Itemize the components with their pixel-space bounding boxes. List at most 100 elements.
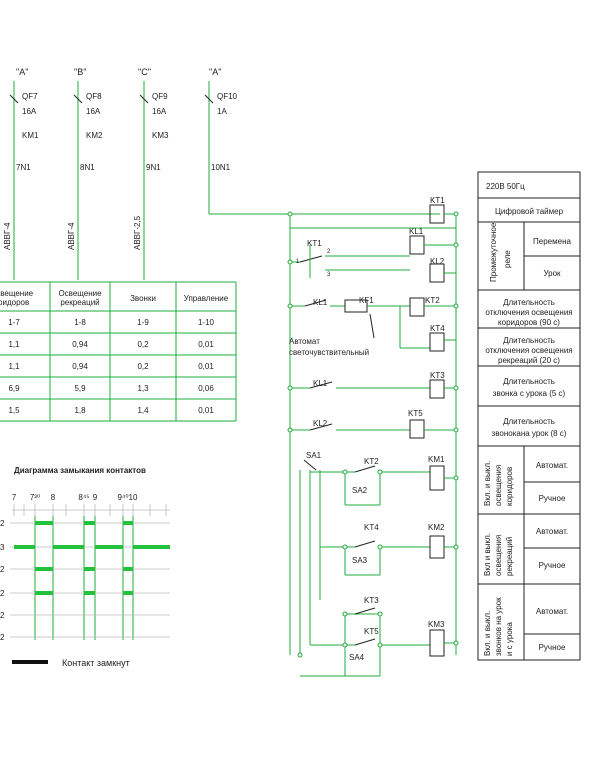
legend-mode-auto: Автомат. <box>536 461 568 470</box>
feeder-breaker-label: QF8 <box>86 92 102 101</box>
table-cell: 0,01 <box>198 362 214 371</box>
contact-closed-bar <box>84 521 95 525</box>
legend-swatch <box>12 660 48 664</box>
legend-text: Длительность <box>503 417 555 426</box>
tick-label: 10 <box>129 493 138 502</box>
contact-diagram: Диаграмма замыкания контактов 7 7³⁰ 8 8⁴… <box>0 466 170 668</box>
kl1-contact-a-label: KL1 <box>313 298 328 307</box>
legend-mode-auto: Автомат. <box>536 527 568 536</box>
feeder-qf7: "А" QF7 16A KM1 7N1 АВВГ-4 <box>3 67 39 280</box>
kl1-coil-label: KL1 <box>409 227 424 236</box>
feeder-qf10: "А" QF10 1A 10N1 <box>204 67 440 215</box>
table-cell: 0,94 <box>72 362 88 371</box>
legend-text: Длительность <box>503 377 555 386</box>
sa2-label: SA2 <box>352 486 368 495</box>
kl2-contact-label: KL2 <box>313 419 328 428</box>
table-cell: 0,01 <box>198 406 214 415</box>
legend-relay: Промежуточное <box>489 222 498 282</box>
table-cell: 1-7 <box>8 318 20 327</box>
contact-closed-bar <box>123 521 133 525</box>
table-cell: 0,2 <box>137 340 149 349</box>
legend-relay-lesson: Урок <box>543 269 561 278</box>
table-cell: 1,1 <box>8 340 20 349</box>
legend-text: Длительность <box>503 336 555 345</box>
kt4-contact-label: KT4 <box>364 523 379 532</box>
feeder-cable-label: АВВГ-4 <box>3 222 12 250</box>
pin-label: 1 <box>296 259 300 265</box>
contact-closed-bar <box>133 545 170 549</box>
km2-label: KM2 <box>428 523 445 532</box>
table-cell: 0,01 <box>198 340 214 349</box>
table-cell: 0,94 <box>72 340 88 349</box>
contact-closed-bar <box>35 567 53 571</box>
table-cell: 1-9 <box>137 318 149 327</box>
kt3-coil-label: KT3 <box>430 371 445 380</box>
legend-relay-break: Перемена <box>533 237 571 246</box>
table-header: рекреаций <box>60 298 99 307</box>
kt5-contact-label: KT5 <box>364 627 379 636</box>
legend-group: освещения <box>494 465 503 506</box>
contact-closed-bar <box>35 591 53 595</box>
table-header: Управление <box>184 294 229 303</box>
kt3-contact-label: KT3 <box>364 596 379 605</box>
feeder-phase-label: "А" <box>209 67 221 77</box>
tick-label: 8⁴⁵ <box>78 493 89 502</box>
legend-text: отключения освещения <box>485 346 572 355</box>
kl2-coil-label: KL2 <box>430 257 445 266</box>
table-cell: 1,8 <box>74 406 86 415</box>
feeder-breaker-label: QF10 <box>217 92 238 101</box>
km1-label: KM1 <box>428 455 445 464</box>
contact-closed-bar <box>84 567 95 571</box>
table-cell: 1-10 <box>198 318 215 327</box>
contact-closed-bar <box>14 545 35 549</box>
table-cell: 1,4 <box>137 406 149 415</box>
tick-label: 9⁴⁰ <box>117 493 128 502</box>
table-cell: 6,9 <box>8 384 20 393</box>
feeder-rating-label: 16A <box>152 107 167 116</box>
feeder-cable-label: АВВГ-2,5 <box>133 215 142 250</box>
legend-group: Вкл и выкл. <box>483 533 492 576</box>
contact-closed-bar <box>95 545 123 549</box>
legend-text: звонка с урока (5 с) <box>493 389 566 398</box>
feeder-contactor-label: KM3 <box>152 131 169 140</box>
row-label: 2 <box>0 519 5 528</box>
feeder-qf8: "В" QF8 16A KM2 8N1 АВВГ-4 <box>67 67 103 280</box>
row-label: 2 <box>0 565 5 574</box>
legend-text: отключения освещения <box>485 308 572 317</box>
feeder-contactor-label: KM2 <box>86 131 103 140</box>
legend-text: звонокана урок (8 с) <box>492 429 567 438</box>
legend-text: коридоров (90 с) <box>498 318 560 327</box>
kt4-coil-label: KT4 <box>430 324 445 333</box>
table-cell: 0,2 <box>137 362 149 371</box>
legend-text: Длительность <box>503 298 555 307</box>
tick-label: 8 <box>51 493 56 502</box>
legend-group: Вкл. и выкл. <box>483 461 492 506</box>
legend-supply: 220В 50Гц <box>486 182 525 191</box>
auto-sensor-label-2: светочувствительный <box>289 348 369 357</box>
legend-table: 220В 50Гц Цифровой таймер Промежуточное … <box>477 171 581 661</box>
legend-group: Вкл. и выкл. <box>483 611 492 656</box>
tick-label: 9 <box>93 493 98 502</box>
kt1-coil-label: KT1 <box>430 196 445 205</box>
feeder-node-label: 9N1 <box>146 163 161 172</box>
legend-mode-manual: Ручное <box>539 561 566 570</box>
row-label: 3 <box>0 543 5 552</box>
table-cell: 1,3 <box>137 384 149 393</box>
legend-relay-2: реле <box>503 250 512 268</box>
kt1-contact-label: KT1 <box>307 239 322 248</box>
contact-closed-bar <box>53 545 84 549</box>
feeder-rating-label: 16A <box>22 107 37 116</box>
kt2-contact-label: KT2 <box>364 457 379 466</box>
feeder-breaker-label: QF9 <box>152 92 168 101</box>
km3-label: KM3 <box>428 620 445 629</box>
legend-group: коридоров <box>505 467 514 506</box>
kt2-coil-label: KT2 <box>425 296 440 305</box>
table-header: Освещение <box>58 289 102 298</box>
contact-closed-bar <box>35 521 53 525</box>
table-cell: 0,06 <box>198 384 214 393</box>
table-cell: 1,1 <box>8 362 20 371</box>
feeder-phase-label: "В" <box>74 67 86 77</box>
feeder-rating-label: 16A <box>86 107 101 116</box>
feeder-cable-label: АВВГ-4 <box>67 222 76 250</box>
